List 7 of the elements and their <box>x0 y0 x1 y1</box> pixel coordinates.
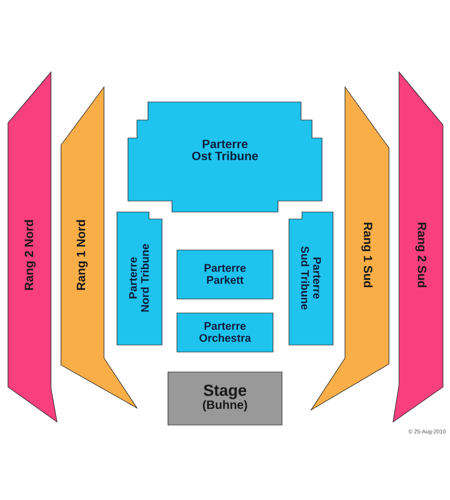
seating-section: Parterre Parkett <box>176 250 274 300</box>
seating-section: Parterre Nord Tribune <box>116 212 162 346</box>
seating-section: Parterre Orchestra <box>176 312 274 352</box>
seating-section: Parterre Ost Tribune <box>128 102 322 212</box>
seating-section: Stage (Buhne) <box>168 372 282 426</box>
seating-section: Rang 2 Nord <box>8 71 58 423</box>
seating-section: Parterre Sud Tribune <box>288 212 334 346</box>
